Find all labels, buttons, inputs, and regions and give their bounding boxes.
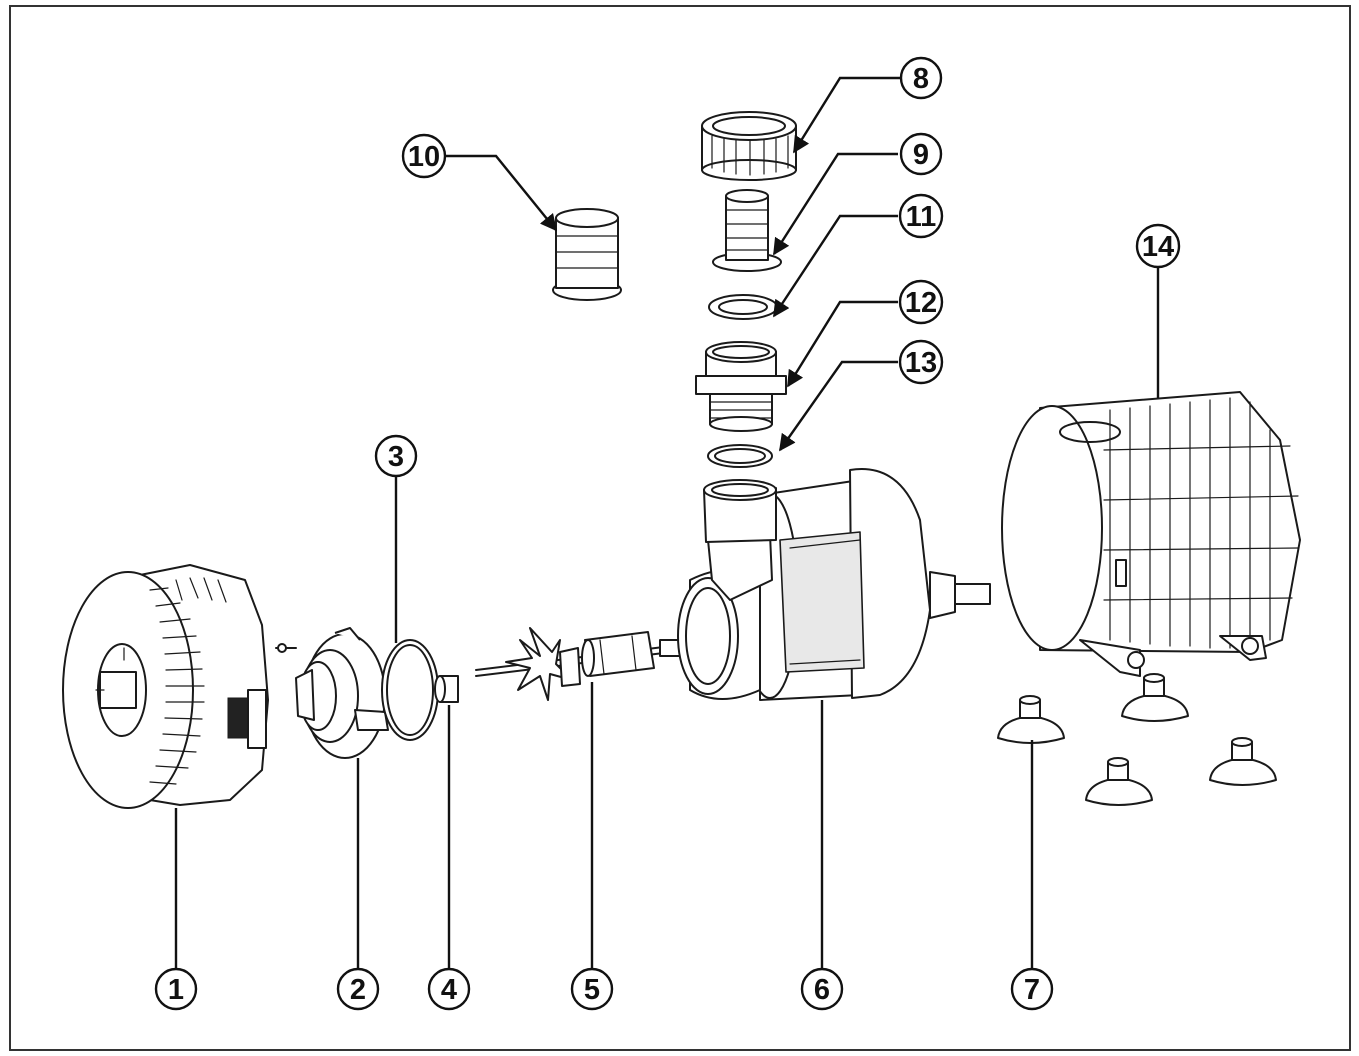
part-washer [708, 294, 778, 320]
callout-3-label: 3 [388, 441, 404, 473]
callout-1: 1 [154, 967, 198, 1011]
callout-14: 14 [1135, 223, 1181, 269]
callout-7: 7 [1010, 967, 1054, 1011]
leader-12 [786, 300, 898, 388]
callout-13: 13 [898, 339, 944, 385]
callout-13-label: 13 [905, 347, 937, 379]
callout-2: 2 [336, 967, 380, 1011]
part-threaded-adapter [695, 341, 787, 432]
part-o-ring-large [381, 639, 439, 741]
callout-8-label: 8 [913, 63, 929, 95]
callout-5-label: 5 [584, 974, 600, 1006]
leader-8 [792, 76, 900, 154]
part-suction-cups [997, 673, 1277, 806]
diagram-frame [9, 5, 1351, 1051]
leader-lines [174, 76, 1160, 968]
part-bushing [434, 675, 459, 703]
part-filter-cage [1001, 391, 1301, 677]
part-hose-barb [712, 189, 782, 272]
suction-cup [1209, 737, 1277, 786]
callout-2-label: 2 [350, 974, 366, 1006]
callout-10-label: 10 [408, 141, 440, 173]
callout-7-label: 7 [1024, 974, 1040, 1006]
callout-9: 9 [899, 132, 943, 176]
callout-5: 5 [570, 967, 614, 1011]
part-union-nut [701, 111, 797, 181]
part-bearing-housing [295, 627, 389, 759]
callout-8: 8 [899, 56, 943, 100]
callout-1-label: 1 [168, 974, 184, 1006]
callout-11-label: 11 [906, 201, 937, 233]
callout-4-label: 4 [441, 974, 457, 1006]
part-impeller-rotor [475, 627, 681, 701]
callout-3: 3 [374, 434, 418, 478]
leader-11 [772, 214, 898, 318]
leader-9 [772, 152, 898, 256]
callout-12-label: 12 [905, 287, 937, 319]
part-screw [275, 643, 297, 653]
callout-6-label: 6 [814, 974, 830, 1006]
part-alt-hose-barb [552, 208, 622, 301]
callout-14-label: 14 [1142, 231, 1174, 263]
part-pump-housing [677, 468, 991, 701]
leader-13 [779, 360, 898, 452]
callout-4: 4 [427, 967, 471, 1011]
suction-cup [997, 695, 1065, 744]
leader-10 [446, 154, 558, 232]
callout-6: 6 [800, 967, 844, 1011]
suction-cup [1085, 757, 1153, 806]
callout-12: 12 [898, 279, 944, 325]
callout-10: 10 [401, 133, 447, 179]
suction-cup [1121, 673, 1189, 722]
part-motor-cover [62, 564, 269, 809]
callout-11: 11 [898, 193, 944, 239]
part-gasket [707, 444, 773, 468]
callout-9-label: 9 [913, 139, 929, 171]
